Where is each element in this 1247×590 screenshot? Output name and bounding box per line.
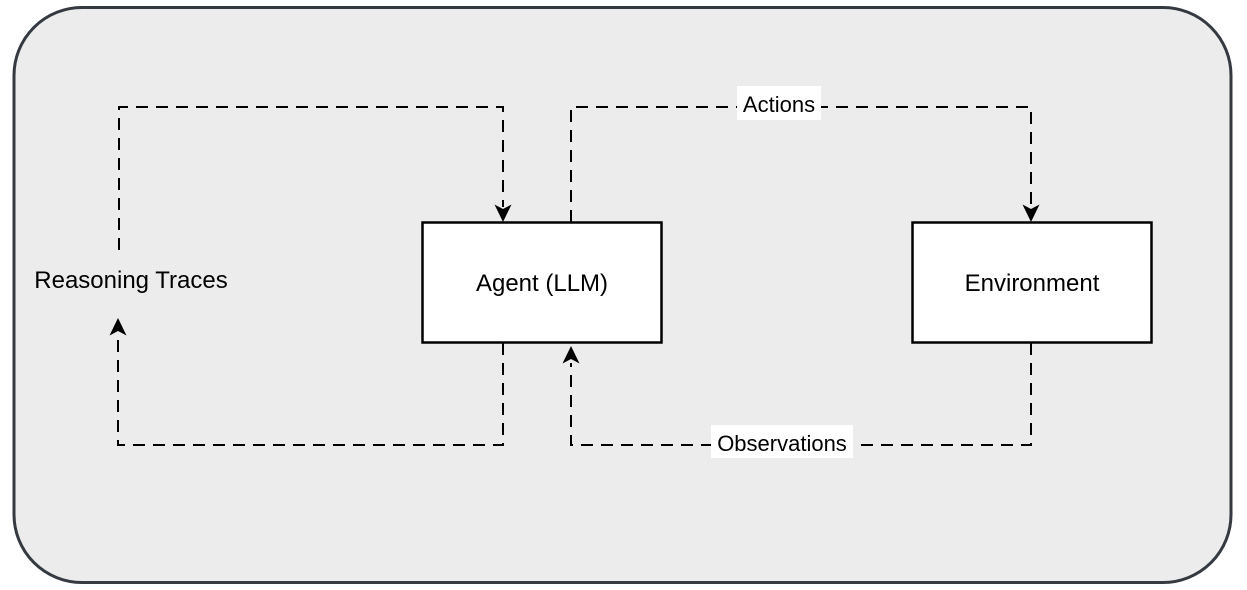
edge-agent-to-reasoning-line	[117, 336, 504, 446]
arrowhead-into-reasoning-traces	[109, 318, 127, 336]
agent-node-box	[421, 221, 663, 344]
environment-node-label: Environment	[965, 270, 1100, 297]
edge-reasoning-to-agent	[118, 106, 512, 250]
edge-actions: Actions	[570, 86, 1040, 222]
arrowhead-into-agent-bottom	[562, 346, 580, 364]
environment-node-box	[911, 221, 1153, 344]
actions-label-background	[737, 86, 821, 120]
environment-node: Environment	[911, 221, 1153, 344]
reasoning-traces-label: Reasoning Traces	[34, 267, 227, 294]
actions-label: Actions	[743, 92, 815, 117]
agent-node-label: Agent (LLM)	[476, 270, 608, 297]
edge-reasoning-to-agent-line	[118, 106, 504, 250]
observations-label: Observations	[717, 431, 847, 456]
observations-label-background	[711, 425, 853, 458]
edge-agent-to-reasoning	[109, 318, 504, 446]
agent-node: Agent (LLM)	[421, 221, 663, 344]
arrowhead-into-environment-top	[1022, 204, 1040, 222]
arrowhead-into-agent-top	[494, 204, 512, 222]
edge-observations: Observations	[562, 343, 1032, 458]
